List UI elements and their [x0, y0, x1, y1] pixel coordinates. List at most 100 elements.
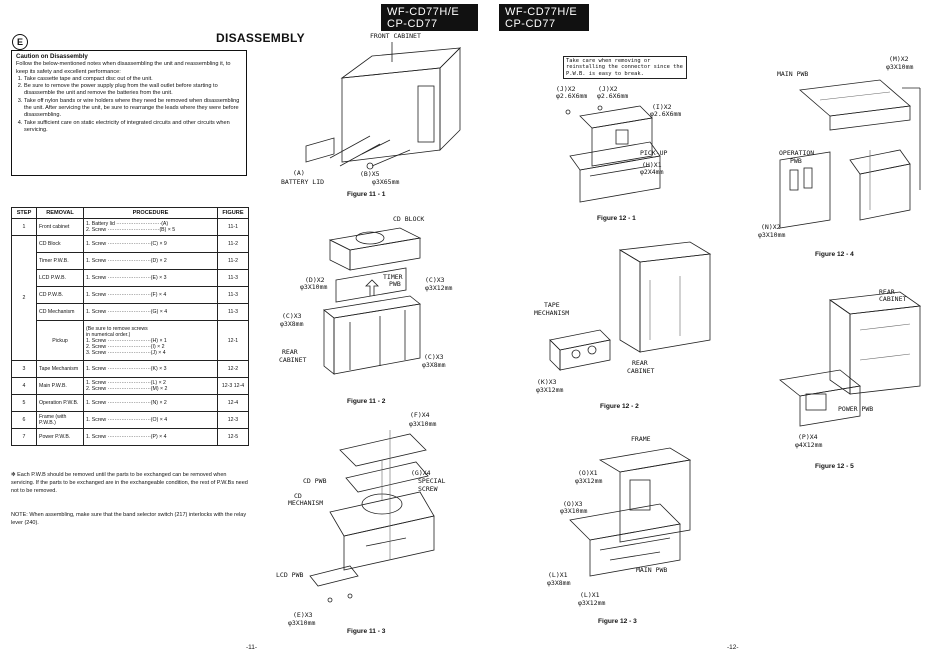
label: REAR [632, 359, 648, 367]
procedure-cell: 1. Screw ·························(G) × … [83, 303, 218, 321]
column-header: STEP [11, 207, 37, 219]
removal-cell: Power P.W.B. [36, 428, 84, 446]
label: LCD PWB [276, 571, 304, 579]
label: CABINET [627, 367, 655, 375]
caution-note: Take care when removing or reinstalling … [563, 56, 687, 80]
procedure-cell: 1. Screw ·························(C) × … [83, 235, 218, 253]
label: MAIN PWB [777, 70, 809, 78]
label: (L)X1 [548, 571, 568, 579]
model-name: WF-CD77H/E [505, 6, 578, 18]
label: MECHANISM [534, 309, 570, 317]
label: (J)X2 [598, 85, 618, 93]
caution-item: Be sure to remove the power supply plug … [24, 83, 242, 98]
table-row: 3 Tape Mechanism 1. Screw ··············… [11, 360, 249, 378]
disassembly-table: STEP REMOVAL PROCEDURE FIGURE 1 Front ca… [11, 207, 249, 446]
label: REAR [282, 348, 298, 356]
page-number: -11- [246, 644, 258, 651]
label: (N)X2 [761, 223, 781, 231]
figure-11-1-drawing [305, 42, 462, 170]
removal-cell: Tape Mechanism [36, 360, 84, 378]
procedure-cell: 1. Screw ·························(N) × … [83, 394, 218, 412]
table-row: Pickup (Be sure to remove screws in nume… [12, 320, 249, 361]
figure-11-2-drawing [323, 227, 422, 375]
pwb-note: ✻ Each P.W.B should be removed until the… [11, 472, 248, 494]
label: φ3X12mm [575, 477, 603, 485]
label: FRONT CABINET [370, 32, 421, 40]
label: φ3X8mm [280, 320, 304, 328]
figure-12-4-drawing [779, 79, 921, 229]
label: FRAME [631, 435, 651, 443]
procedure-cell: 1. Battery lid ·························… [83, 218, 218, 236]
label: POWER PWB [838, 405, 874, 413]
label: φ2.6X6mm [556, 92, 588, 100]
label: (O)X1 [578, 469, 598, 477]
label: φ2.6X6mm [650, 110, 682, 118]
label: BATTERY LID [281, 178, 325, 186]
procedure-line: 1. Screw ·························(H) × … [86, 337, 167, 344]
figure-caption: Figure 12 - 5 [815, 463, 854, 470]
label: CD PWB [303, 477, 327, 485]
label: SPECIAL [418, 477, 446, 485]
removal-cell: CD Block [36, 235, 84, 253]
label: (C)X3 [425, 276, 445, 284]
figure-caption: Figure 11 - 2 [347, 398, 386, 405]
column-header: PROCEDURE [83, 207, 218, 219]
figure-12-3-drawing [569, 447, 692, 577]
figure-cell: 11-3 [217, 269, 249, 287]
label: (A) [293, 169, 305, 177]
label: φ4X12mm [795, 441, 823, 449]
caution-item: Take off nylon bands or wire holders whe… [24, 98, 242, 120]
table-row: LCD P.W.B. 1. Screw ····················… [12, 269, 249, 287]
language-badge: E [12, 34, 28, 50]
figure-cell: 11-3 [217, 303, 249, 321]
column-header: REMOVAL [36, 207, 84, 219]
label: (K)X3 [537, 378, 557, 386]
table-row: CD P.W.B. 1. Screw ·····················… [12, 286, 249, 304]
figure-cell: 12-2 [217, 360, 249, 378]
table-row: 6 Frame (with P.W.B.) 1. Screw ·········… [11, 411, 249, 429]
label: (P)X4 [798, 433, 818, 441]
removal-cell: Pickup [36, 320, 84, 361]
figure-cell: 12-1 [217, 320, 249, 361]
label: φ3X8mm [422, 361, 446, 369]
procedure-line: 1. Screw ·························(L) × … [86, 380, 166, 386]
procedure-line: 1. Battery lid ·························… [86, 221, 169, 227]
label: (J)X2 [556, 85, 576, 93]
figure-12-1-drawing [565, 105, 661, 203]
label: φ3X8mm [547, 579, 571, 587]
figure-cell: 12-4 [217, 394, 249, 412]
label: φ2.6X6mm [597, 92, 629, 100]
step-cell: 5 [11, 394, 37, 412]
procedure-cell: 1. Screw ·························(F) × … [83, 286, 218, 304]
table-row: 4 Main P.W.B. 1. Screw ·················… [11, 377, 249, 395]
removal-cell: Frame (with P.W.B.) [36, 411, 84, 429]
procedure-line: 2. Screw ·························(M) × … [86, 386, 168, 392]
label: PICK-UP [640, 149, 668, 157]
caution-item: Take cassette tape and compact disc out … [24, 76, 242, 83]
procedure-cell: 1. Screw ·························(K) × … [83, 360, 218, 378]
figure-cell: 12-5 [217, 428, 249, 446]
figure-caption: Figure 12 - 2 [600, 403, 639, 410]
caution-heading: Caution on Disassembly [16, 53, 88, 60]
label: (M)X2 [889, 55, 909, 63]
table-row: 7 Power P.W.B. 1. Screw ················… [11, 428, 249, 446]
label: (E)X3 [293, 611, 313, 619]
figure-caption: Figure 12 - 4 [815, 251, 854, 258]
procedure-line: 2. Screw ·························(I) × … [86, 343, 165, 350]
label: REAR [879, 288, 895, 296]
label: φ3X12mm [578, 599, 606, 607]
table-row: 5 Operation P.W.B. 1. Screw ············… [11, 394, 249, 412]
figure-cell: 12-3 12-4 [217, 377, 249, 395]
caution-list: Take cassette tape and compact disc out … [16, 76, 242, 134]
figure-11-3-drawing [309, 430, 435, 603]
removal-cell: Timer P.W.B. [36, 252, 84, 270]
table-row: CD Mechanism 1. Screw ··················… [12, 303, 249, 321]
step-cell: 2 [11, 235, 37, 361]
step-cell: 7 [11, 428, 37, 446]
figure-caption: Figure 12 - 3 [598, 618, 637, 625]
model-header-left: WF-CD77H/E CP-CD77 [381, 4, 478, 31]
removal-cell: Operation P.W.B. [36, 394, 84, 412]
procedure-line: 3. Screw ·························(J) × … [86, 349, 166, 356]
removal-cell: Front cabinet [36, 218, 84, 236]
procedure-cell: (Be sure to remove screws in numerical o… [83, 320, 218, 361]
